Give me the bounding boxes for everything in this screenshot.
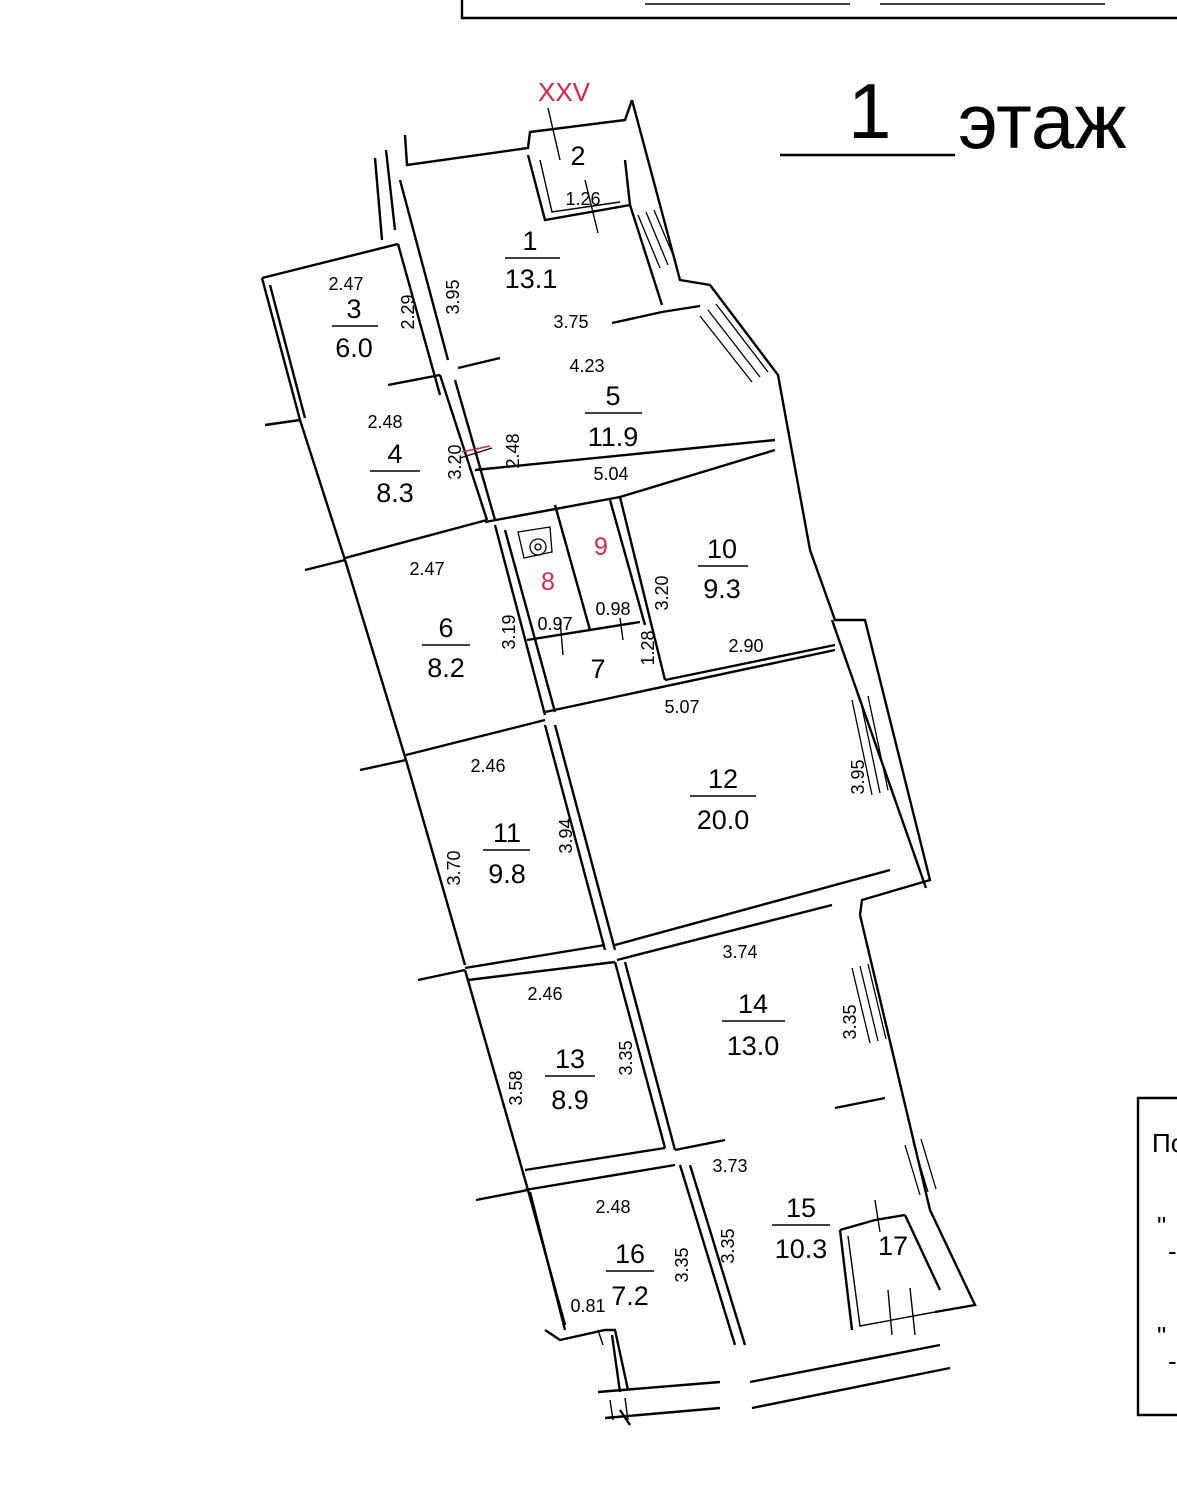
floor-number: 1 bbox=[848, 67, 891, 155]
dim-room-16-width: 2.48 bbox=[595, 1197, 630, 1217]
legend-line-1: По bbox=[1152, 1128, 1177, 1158]
header-frame bbox=[460, 0, 1177, 20]
dim-room-15-height: 3.35 bbox=[718, 1228, 738, 1263]
legend-line-4: " bbox=[1157, 1321, 1166, 1351]
dim-room-6-height: 3.19 bbox=[499, 614, 519, 649]
dimension-labels: 1.26 3.95 3.75 2.47 2.29 4.23 2.48 3.20 … bbox=[328, 189, 868, 1316]
room-10-area: 9.3 bbox=[703, 574, 741, 604]
room-15-number: 15 bbox=[786, 1193, 816, 1223]
dim-room-14-width: 3.74 bbox=[722, 942, 757, 962]
axis-marker: XXV bbox=[538, 77, 591, 161]
toilet-icon bbox=[517, 526, 553, 559]
room-7-number: 7 bbox=[590, 654, 605, 684]
window-room-15 bbox=[904, 1138, 937, 1196]
dim-room-16-height: 3.35 bbox=[672, 1247, 692, 1282]
dim-room-4-width: 2.48 bbox=[367, 412, 402, 432]
room-3-area: 6.0 bbox=[335, 333, 373, 363]
dim-room-13-right: 3.35 bbox=[616, 1040, 636, 1075]
room-4-area: 8.3 bbox=[376, 478, 414, 508]
window-room-1 bbox=[637, 209, 677, 269]
room-1-number: 1 bbox=[522, 226, 537, 256]
room-4-number: 4 bbox=[387, 439, 402, 469]
dim-room-4-height: 3.20 bbox=[445, 444, 465, 479]
dim-room-13-width: 2.46 bbox=[527, 984, 562, 1004]
dim-room-12-width: 5.07 bbox=[664, 697, 699, 717]
dim-room-5-height: 2.48 bbox=[503, 433, 523, 468]
room-9-number: 9 bbox=[594, 533, 608, 561]
balcony-lines bbox=[609, 1287, 916, 1421]
dim-room-16-niche: 0.81 bbox=[570, 1296, 605, 1316]
room-1-area: 13.1 bbox=[505, 264, 558, 294]
room-6-area: 8.2 bbox=[427, 653, 465, 683]
dim-room-7-height: 1.28 bbox=[638, 630, 658, 665]
room-15-area: 10.3 bbox=[775, 1234, 828, 1264]
window-room-12 bbox=[851, 695, 889, 796]
legend-line-2: " bbox=[1157, 1211, 1166, 1241]
room-12-number: 12 bbox=[708, 764, 738, 794]
dim-room-13-left: 3.58 bbox=[506, 1070, 526, 1105]
room-5-number: 5 bbox=[605, 381, 620, 411]
dimension-ticks bbox=[459, 179, 881, 1346]
room-10-number: 10 bbox=[707, 534, 737, 564]
dim-room-1-height: 3.95 bbox=[443, 279, 463, 314]
room-14-area: 13.0 bbox=[727, 1031, 780, 1061]
dim-room-1-width: 3.75 bbox=[553, 312, 588, 332]
dim-room-10-width: 2.90 bbox=[728, 636, 763, 656]
dim-room-3-width: 2.47 bbox=[328, 274, 363, 294]
room-11-area: 9.8 bbox=[488, 859, 526, 889]
dim-room-5-top: 4.23 bbox=[569, 356, 604, 376]
room-2-number: 2 bbox=[570, 141, 585, 171]
interior-walls bbox=[344, 154, 942, 1346]
dim-room-12-height: 3.95 bbox=[848, 759, 868, 794]
window-room-5-bay bbox=[699, 303, 769, 383]
dim-room-14-height: 3.35 bbox=[840, 1004, 860, 1039]
dim-room-6-width: 2.47 bbox=[409, 559, 444, 579]
legend-box: По " - " - bbox=[1136, 1096, 1177, 1417]
floor-word: этаж bbox=[958, 77, 1127, 165]
dim-room-2-width: 1.26 bbox=[565, 189, 600, 209]
dim-room-5-bottom: 5.04 bbox=[593, 464, 628, 484]
room-12-area: 20.0 bbox=[697, 805, 750, 835]
dim-room-9-width: 0.98 bbox=[595, 599, 630, 619]
dim-room-8-width: 0.97 bbox=[537, 614, 572, 634]
window-room-14 bbox=[851, 963, 887, 1044]
room-14-number: 14 bbox=[738, 989, 768, 1019]
windows bbox=[609, 209, 937, 1421]
dim-room-11-width: 2.46 bbox=[470, 756, 505, 776]
floor-title: 1 этаж bbox=[780, 67, 1127, 165]
room-17-number: 17 bbox=[878, 1231, 908, 1261]
dim-room-15-width: 3.73 bbox=[712, 1156, 747, 1176]
room-5-area: 11.9 bbox=[588, 422, 639, 452]
room-16-area: 7.2 bbox=[611, 1281, 649, 1311]
dim-room-3-height: 2.29 bbox=[398, 294, 418, 329]
dim-room-11-right: 3.94 bbox=[556, 818, 576, 853]
dim-room-10-height: 3.20 bbox=[652, 575, 672, 610]
room-11-number: 11 bbox=[493, 818, 521, 848]
room-8-number: 8 bbox=[541, 568, 555, 596]
dim-room-11-left: 3.70 bbox=[444, 850, 464, 885]
room-16-number: 16 bbox=[615, 1239, 645, 1269]
legend-line-5: - bbox=[1168, 1346, 1177, 1376]
room-labels: 2 1 13.1 3 6.0 5 11.9 4 8.3 8 9 10 9.3 6… bbox=[332, 141, 908, 1311]
room-13-area: 8.9 bbox=[551, 1085, 589, 1115]
outer-walls bbox=[260, 99, 977, 1426]
legend-line-3: - bbox=[1168, 1236, 1177, 1266]
room-13-number: 13 bbox=[555, 1044, 585, 1074]
axis-label: XXV bbox=[538, 77, 591, 107]
room-3-number: 3 bbox=[346, 294, 361, 324]
room-6-number: 6 bbox=[438, 613, 453, 643]
